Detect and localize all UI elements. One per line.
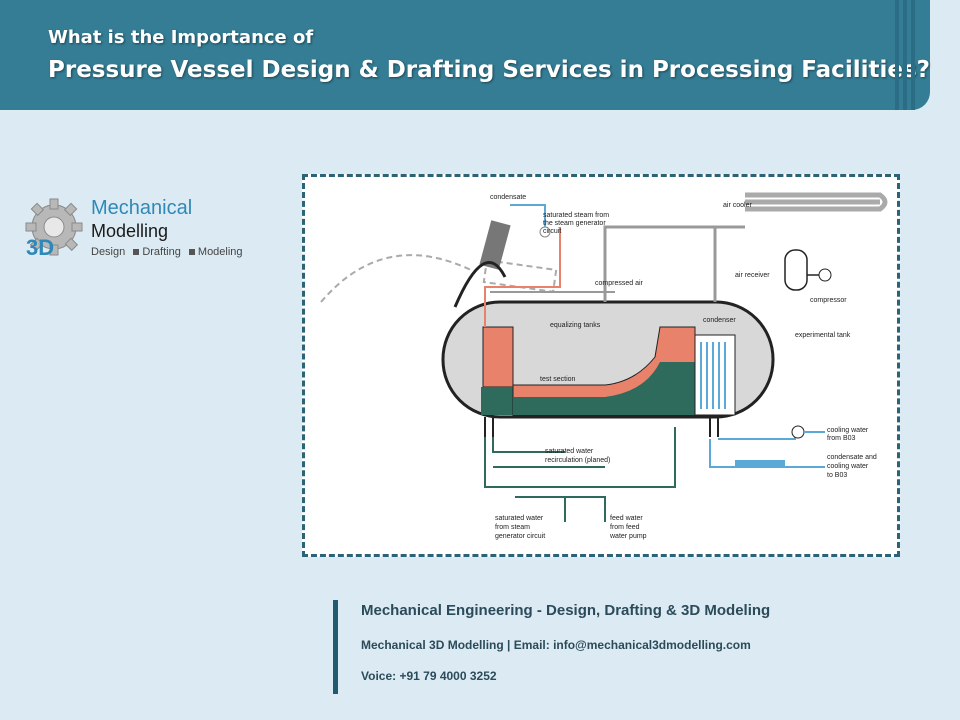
decorative-stripe: [911, 0, 915, 110]
condensate-line: [510, 204, 546, 227]
label-cooling-water-1: cooling water: [827, 427, 869, 434]
logo-tag-drafting: Drafting: [142, 246, 181, 258]
label-sat-water-steam-3: generator circuit: [495, 533, 545, 540]
test-section-water: [513, 362, 695, 415]
footer-title: Mechanical Engineering - Design, Draftin…: [361, 602, 771, 619]
label-equalizing-tanks: equalizing tanks: [550, 322, 601, 329]
steam-line: [484, 227, 561, 327]
label-saturated-water-2: recirculation (planed): [545, 457, 610, 464]
logo-name-line-1: Mechanical: [91, 197, 193, 219]
label-saturated-water-1: saturated water: [545, 448, 594, 455]
label-condensate-cooling-1: condensate and: [827, 454, 877, 461]
pressure-vessel-diagram: condensate saturated steam from the stea…: [302, 174, 900, 557]
label-steam-1: saturated steam from: [543, 212, 609, 219]
label-sat-water-steam-2: from steam: [495, 524, 530, 531]
lid-hinge: [453, 260, 507, 308]
label-sat-water-steam-1: saturated water: [495, 515, 544, 522]
label-feed-water-3: water pump: [609, 533, 647, 540]
heat-exchanger: [735, 460, 785, 468]
decorative-stripe: [895, 0, 899, 110]
label-compressor: compressor: [810, 297, 847, 304]
label-condensate: condensate: [490, 194, 526, 201]
logo-tag-design: Design: [91, 246, 126, 258]
recirculation-lines: [484, 427, 676, 522]
label-test-section: test section: [540, 376, 576, 383]
title-line-2: Pressure Vessel Design & Drafting Servic…: [48, 57, 930, 83]
label-cooling-water-2: from B03: [827, 435, 856, 442]
label-compressed-air: compressed air: [595, 280, 644, 287]
label-air-receiver: air receiver: [735, 272, 770, 279]
decorative-stripe: [903, 0, 907, 110]
title-line-1: What is the Importance of: [48, 27, 314, 48]
footer-contact: Mechanical 3D Modelling | Email: info@me…: [361, 638, 751, 652]
label-air-cooler: air cooler: [723, 202, 752, 209]
label-condensate-cooling-3: to B03: [827, 472, 847, 479]
cooling-water-line: [718, 431, 797, 440]
label-steam-3: circuit: [543, 228, 561, 235]
footer-voice: Voice: +91 79 4000 3252: [361, 669, 497, 683]
lid-panel: [479, 220, 511, 270]
condensate-return-line: [709, 439, 825, 468]
equalizing-tank-left: [482, 326, 514, 388]
label-condensate-cooling-2: cooling water: [827, 463, 869, 470]
logo-badge: 3D: [26, 235, 54, 260]
air-receiver: [784, 249, 808, 291]
pump-icon: [791, 425, 805, 439]
open-lid-panel: [482, 259, 558, 293]
label-feed-water-2: from feed: [610, 524, 640, 531]
compressor-icon: [818, 268, 832, 282]
gear-icon: 3D: [25, 198, 83, 260]
logo-tagline: Design Drafting Modeling: [91, 246, 243, 258]
footer-accent-bar: [333, 600, 338, 694]
open-lid-outline: [320, 254, 476, 303]
label-steam-2: the steam generator: [543, 220, 606, 227]
company-logo: 3D Mechanical Modelling Design Drafting …: [24, 193, 274, 265]
air-pipe: [603, 225, 745, 302]
label-condenser: condenser: [703, 317, 736, 324]
label-experimental-tank: experimental tank: [795, 332, 851, 339]
diagram-canvas: condensate saturated steam from the stea…: [320, 192, 888, 540]
logo-name-line-2: Modelling: [91, 221, 169, 241]
logo-tag-modeling: Modeling: [197, 246, 243, 258]
title-banner: What is the Importance of Pressure Vesse…: [0, 0, 930, 110]
label-feed-water-1: feed water: [610, 515, 643, 522]
